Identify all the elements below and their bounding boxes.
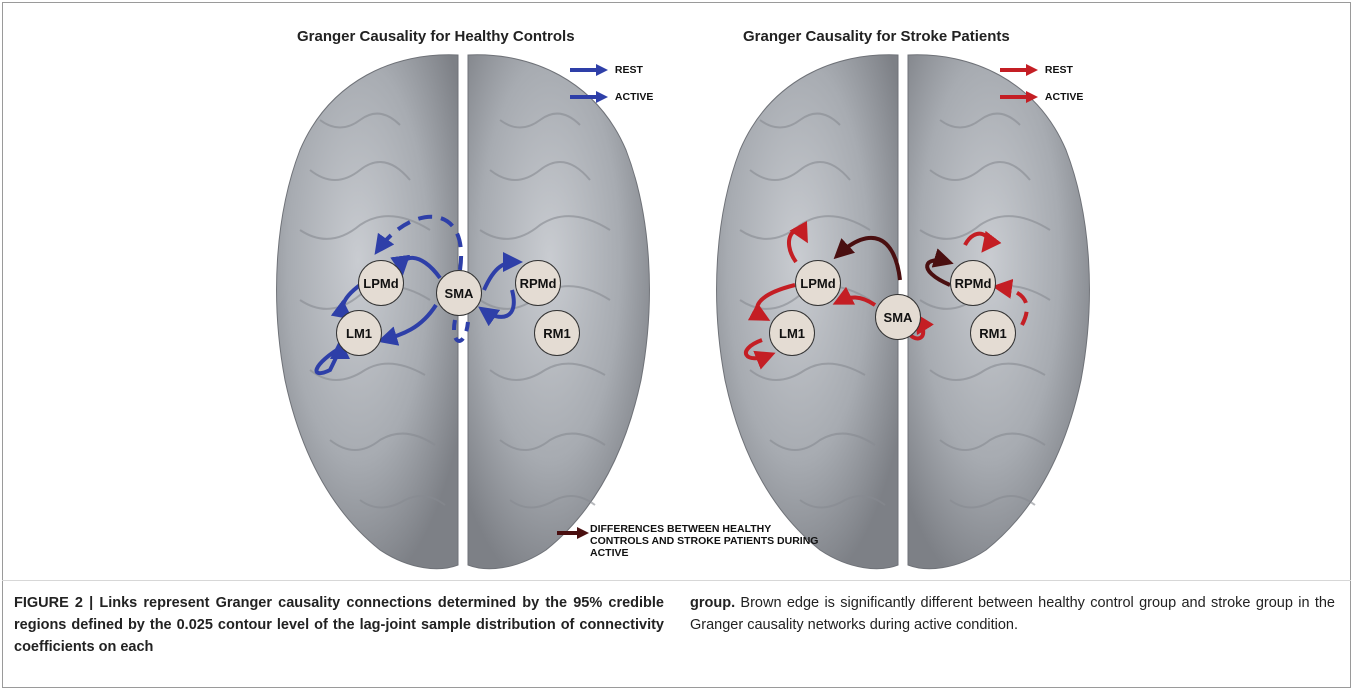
node-rpmd-stroke: RPMd bbox=[950, 260, 996, 306]
legend-rest-stroke: REST bbox=[998, 63, 1073, 79]
node-lpmd-healthy: LPMd bbox=[358, 260, 404, 306]
solid-arrow-icon bbox=[998, 90, 1038, 104]
node-rm1-stroke: RM1 bbox=[970, 310, 1016, 356]
dashed-arrow-icon bbox=[998, 63, 1038, 77]
legend-label: REST bbox=[1045, 64, 1073, 76]
legend-label: ACTIVE bbox=[615, 91, 654, 103]
left-hemisphere bbox=[717, 55, 898, 569]
node-sma-stroke: SMA bbox=[875, 294, 921, 340]
legend-label: ACTIVE bbox=[1045, 91, 1084, 103]
node-rpmd-healthy: RPMd bbox=[515, 260, 561, 306]
differences-legend-label: DIFFERENCES BETWEEN HEALTHY CONTROLS AND… bbox=[590, 523, 820, 559]
caption-divider bbox=[2, 580, 1351, 581]
node-lpmd-stroke: LPMd bbox=[795, 260, 841, 306]
panel-title-stroke: Granger Causality for Stroke Patients bbox=[743, 28, 1010, 45]
node-sma-healthy: SMA bbox=[436, 270, 482, 316]
brown-arrow-icon bbox=[557, 523, 589, 543]
brain-illustrations bbox=[0, 0, 1355, 580]
legend-active-healthy: ACTIVE bbox=[568, 90, 653, 106]
node-rm1-healthy: RM1 bbox=[534, 310, 580, 356]
legend-active-stroke: ACTIVE bbox=[998, 90, 1083, 106]
node-lm1-stroke: LM1 bbox=[769, 310, 815, 356]
legend-rest-healthy: REST bbox=[568, 63, 643, 79]
panel-title-healthy: Granger Causality for Healthy Controls bbox=[297, 28, 575, 45]
dashed-arrow-icon bbox=[568, 63, 608, 77]
legend-label: REST bbox=[615, 64, 643, 76]
caption-bold-fragment: group. bbox=[690, 595, 735, 611]
caption-right-column: group. Brown edge is significantly diffe… bbox=[690, 592, 1335, 636]
node-lm1-healthy: LM1 bbox=[336, 310, 382, 356]
caption-left-column: FIGURE 2 | Links represent Granger causa… bbox=[14, 592, 664, 658]
solid-arrow-icon bbox=[568, 90, 608, 104]
caption-text: Brown edge is significantly different be… bbox=[690, 595, 1335, 633]
